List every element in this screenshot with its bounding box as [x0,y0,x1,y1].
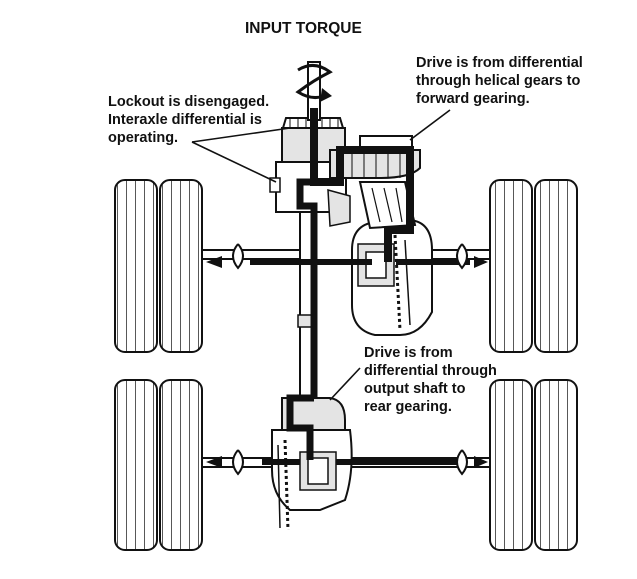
forward-drive-callout: Drive is from differential through helic… [416,54,583,108]
helical-gear-housing [329,135,421,230]
rear-leader-line [329,367,361,401]
input-torque-arrow-icon [295,64,333,102]
lockout-callout-line: operating. [108,130,179,146]
front-left-rotation-arrow-icon [206,243,244,270]
rear-callout-line: rear gearing. [364,399,452,415]
rear-right-wheel [489,379,578,551]
forward-differential-housing [351,218,433,336]
rear-left-wheel [114,379,203,551]
lockout-leader-lines [191,127,291,183]
rear-callout-line: Drive is from [364,345,453,361]
front-right-rotation-arrow-icon [456,243,488,270]
forward-callout-line: forward gearing. [416,91,530,107]
forward-callout-line: Drive is from differential [416,55,583,71]
forward-leader-line [409,109,451,141]
lockout-callout: Lockout is disengaged. Interaxle differe… [108,93,269,147]
lockout-callout-line: Lockout is disengaged. [108,94,270,110]
rear-drive-callout: Drive is from differential through outpu… [364,344,497,416]
rear-callout-line: differential through [364,363,497,379]
front-left-wheel [114,179,203,353]
forward-callout-line: through helical gears to [416,73,581,89]
torque-path [250,108,470,465]
rear-callout-line: output shaft to [364,381,466,397]
rear-right-rotation-arrow-icon [456,449,488,476]
lockout-callout-line: Interaxle differential is [108,112,262,128]
input-torque-title: INPUT TORQUE [245,20,362,37]
front-right-wheel [489,179,578,353]
rear-left-rotation-arrow-icon [206,449,244,476]
